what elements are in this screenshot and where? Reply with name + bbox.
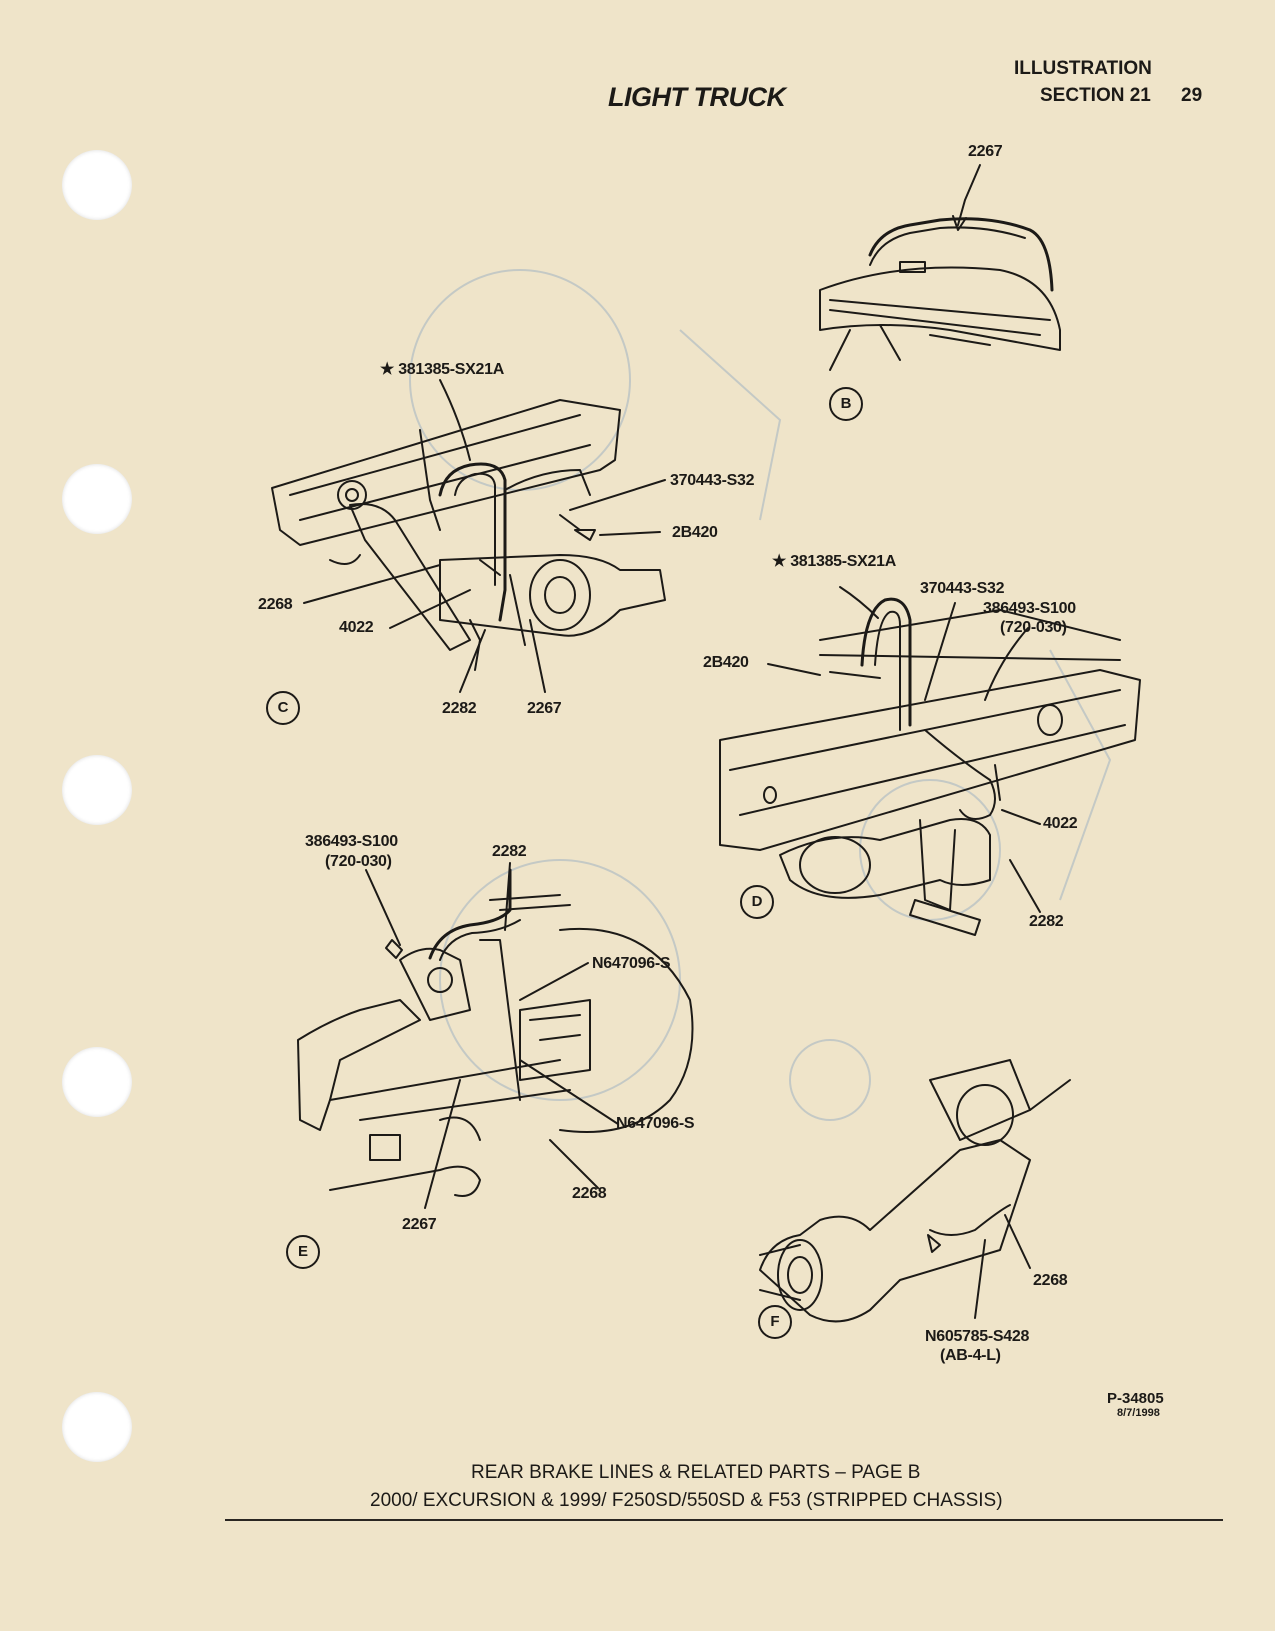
view-d-drawing (719, 586, 1141, 936)
label-b-2267: 2267 (968, 143, 1003, 160)
label-c-381385-sx21a: ★ 381385-SX21A (380, 361, 505, 378)
view-c-drawing (271, 379, 666, 693)
label-d-2282: 2282 (1029, 913, 1064, 930)
view-c-callout: C (266, 691, 300, 725)
bleed-through-drawing (409, 269, 1112, 1121)
label-e-2268: 2268 (572, 1185, 607, 1202)
label-f-2268: 2268 (1033, 1272, 1068, 1289)
binder-hole-5 (62, 1392, 132, 1462)
view-b-drawing (819, 164, 1061, 371)
label-e-386493-s100: 386493-S100 (305, 833, 398, 850)
label-d-2b420: 2B420 (703, 654, 749, 671)
label-c-2282: 2282 (442, 700, 477, 717)
label-f-n605785-s428: N605785-S428 (925, 1328, 1030, 1345)
label-d-381385-sx21a: ★ 381385-SX21A (772, 553, 897, 570)
binder-hole-1 (62, 150, 132, 220)
label-d-386493-s100: 386493-S100 (983, 600, 1076, 617)
label-f-ab-4-l: (AB-4-L) (940, 1347, 1001, 1364)
view-f-drawing (759, 1059, 1071, 1323)
label-c-2268: 2268 (258, 596, 293, 613)
label-e-2282: 2282 (492, 843, 527, 860)
binder-hole-2 (62, 464, 132, 534)
label-c-2267: 2267 (527, 700, 562, 717)
label-e-n647096-s-upper: N647096-S (592, 955, 671, 972)
page-title: LIGHT TRUCK (608, 82, 786, 112)
view-d-callout: D (740, 885, 774, 919)
label-c-2b420: 2B420 (672, 524, 718, 541)
label-e-n647096-s-lower: N647096-S (616, 1115, 695, 1132)
view-b-callout: B (829, 387, 863, 421)
illustration-date: 8/7/1998 (1117, 1407, 1160, 1419)
footer-rule (225, 1519, 1223, 1521)
label-c-370443-s32: 370443-S32 (670, 472, 755, 489)
label-d-720-030: (720-030) (1000, 619, 1067, 636)
view-e-callout: E (286, 1235, 320, 1269)
view-e-drawing (297, 862, 694, 1209)
caption-line-2: 2000/ EXCURSION & 1999/ F250SD/550SD & F… (370, 1490, 1003, 1511)
illustration-heading: ILLUSTRATION (1014, 58, 1152, 79)
label-e-2267: 2267 (402, 1216, 437, 1233)
label-e-720-030: (720-030) (325, 853, 392, 870)
page-number: 29 (1181, 85, 1203, 106)
label-c-4022: 4022 (339, 619, 374, 636)
caption-line-1: REAR BRAKE LINES & RELATED PARTS – PAGE … (471, 1462, 921, 1483)
view-f-callout: F (758, 1305, 792, 1339)
binder-hole-3 (62, 755, 132, 825)
section-heading: SECTION 21 (1040, 85, 1151, 106)
binder-hole-4 (62, 1047, 132, 1117)
label-d-4022: 4022 (1043, 815, 1078, 832)
label-d-370443-s32: 370443-S32 (920, 580, 1005, 597)
illustration-part-number: P-34805 (1107, 1390, 1164, 1407)
